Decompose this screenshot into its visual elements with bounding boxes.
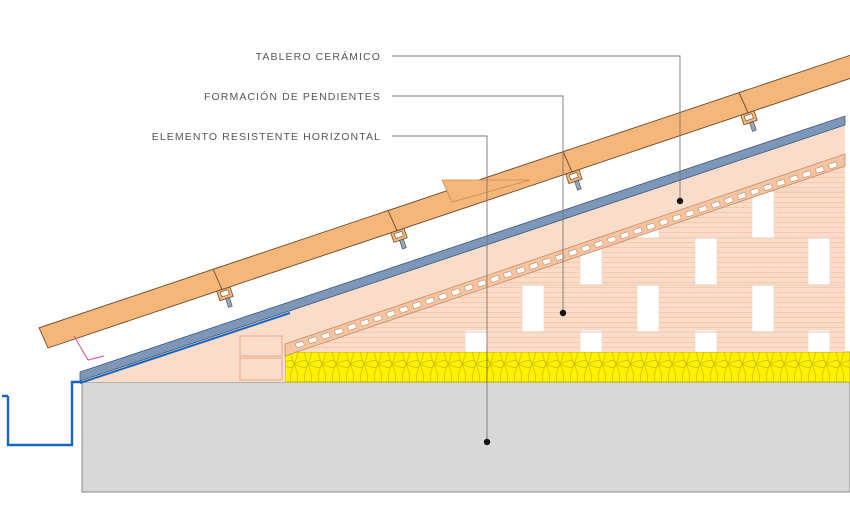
board-hole [373,314,383,322]
board-hole [555,253,565,261]
insulation-layer [284,351,850,383]
structural-slab [81,381,850,493]
board-hole [698,205,708,213]
eave-red-mark-2 [87,355,105,361]
board-hole [802,170,812,178]
board-hole [737,192,747,200]
leader-dot-elemento [483,438,491,446]
board-hole [464,284,474,292]
board-hole [750,187,760,196]
board-hole [347,323,357,331]
leader-dot-formacion [559,309,567,317]
board-hole [295,340,305,349]
board-hole [646,222,656,231]
ceramic-board [284,153,846,357]
board-hole [815,166,825,174]
board-hole [633,227,643,235]
ridge-flashing [441,179,531,203]
label-tablero-ceramico: TABLERO CERÁMICO [256,50,381,63]
board-hole [789,174,799,183]
board-hole [724,196,734,205]
ceramic-board-holes [295,161,838,349]
roof-tiles [38,30,850,349]
board-hole [386,310,396,318]
board-hole [360,318,370,327]
waterproof-membrane [79,115,846,382]
board-hole [828,161,838,170]
label-elemento-resistente: ELEMENTO RESISTENTE HORIZONTAL [152,131,381,143]
board-hole [425,297,435,305]
roof-tile [212,207,408,291]
board-hole [542,257,552,266]
board-hole [334,327,344,336]
eave-bricks [239,335,283,381]
board-hole [594,240,604,248]
board-hole [451,288,461,296]
board-hole [477,279,487,288]
board-hole [711,201,721,209]
board-hole [516,266,526,274]
board-hole [607,235,617,244]
leader-lines [392,55,681,442]
board-hole [763,183,773,191]
board-hole [776,179,786,187]
roof-tile [738,30,850,114]
board-hole [672,214,682,222]
board-hole [568,249,578,257]
leader-dot-tablero [676,197,684,205]
board-hole [490,275,500,283]
board-hole [412,301,422,309]
board-hole [503,270,513,279]
board-hole [529,262,539,270]
eave-red-mark [73,335,89,361]
board-hole [659,218,669,226]
gutter [6,380,82,447]
board-hole [685,209,695,218]
membrane-blue-line [79,312,291,384]
board-hole [620,231,630,239]
board-hole [308,336,318,344]
label-formacion-pendientes: FORMACIÓN DE PENDIENTES [204,90,381,103]
board-hole [581,244,591,253]
board-hole [321,332,331,340]
board-hole [399,305,409,314]
board-hole [438,292,448,301]
